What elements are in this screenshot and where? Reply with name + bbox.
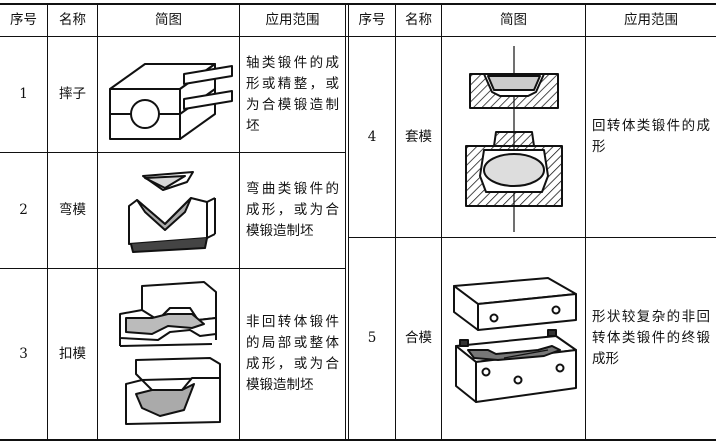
- row2-usage: 弯曲类锻件的成形，或为合模锻造制坯: [240, 153, 345, 268]
- row-divider-4-5: [349, 237, 716, 238]
- row4-usage: 回转体类锻件的成形: [586, 37, 716, 237]
- row4-name: 套模: [405, 128, 432, 145]
- header-sketch-left: 简图: [155, 11, 182, 28]
- col-divider-r2: [441, 3, 442, 440]
- row3-usage-text: 非回转体锻件的局部或整体成形，或为合模锻造制坯: [246, 314, 339, 393]
- row1-usage: 轴类锻件的成形或精整，或为合模锻造制坯: [240, 37, 345, 152]
- center-double-rule-b: [348, 3, 349, 440]
- table-bottom-border: [0, 439, 716, 441]
- row2-name: 弯模: [59, 202, 86, 218]
- row3-usage: 非回转体锻件的局部或整体成形，或为合模锻造制坯: [240, 269, 345, 439]
- row-divider-2-3: [0, 268, 345, 269]
- col-divider-l1: [47, 3, 48, 440]
- row2-usage-text: 弯曲类锻件的成形，或为合模锻造制坯: [246, 181, 339, 239]
- swage-tool-drawing: [109, 63, 233, 140]
- header-name-left: 名称: [59, 11, 86, 28]
- col-divider-l3: [239, 3, 240, 440]
- header-name-right: 名称: [405, 11, 432, 28]
- table-top-border: [0, 3, 716, 5]
- sleeve-die-drawing: [465, 46, 563, 232]
- bending-die-drawing: [128, 171, 216, 253]
- col-divider-l2: [97, 3, 98, 440]
- row1-usage-text: 轴类锻件的成形或精整，或为合模锻造制坯: [246, 54, 339, 134]
- col-divider-r3: [585, 3, 586, 440]
- row3-name: 扣模: [59, 345, 86, 362]
- row3-no: 3: [19, 345, 28, 362]
- row-divider-1-2: [0, 152, 345, 153]
- col-divider-r1: [395, 3, 396, 440]
- row5-no: 5: [367, 330, 377, 346]
- header-usage-right: 应用范围: [624, 11, 678, 28]
- buckle-die-drawing: [119, 281, 221, 425]
- row2-no: 2: [19, 202, 28, 218]
- row1-no: 1: [19, 86, 28, 102]
- row5-name: 合模: [405, 330, 432, 346]
- center-double-rule-a: [345, 3, 346, 440]
- header-sketch-right: 简图: [500, 11, 527, 28]
- closed-die-drawing: [453, 277, 577, 403]
- row5-usage-text: 形状较复杂的非回转体类锻件的终锻成形: [592, 309, 710, 367]
- row1-name: 摔子: [59, 86, 86, 102]
- row4-no: 4: [367, 128, 377, 145]
- header-usage-left: 应用范围: [265, 11, 320, 28]
- row5-usage: 形状较复杂的非回转体类锻件的终锻成形: [586, 238, 716, 439]
- row4-usage-text: 回转体类锻件的成形: [592, 118, 710, 155]
- header-divider: [0, 36, 716, 37]
- header-no-left: 序号: [10, 11, 37, 28]
- header-no-right: 序号: [358, 11, 386, 28]
